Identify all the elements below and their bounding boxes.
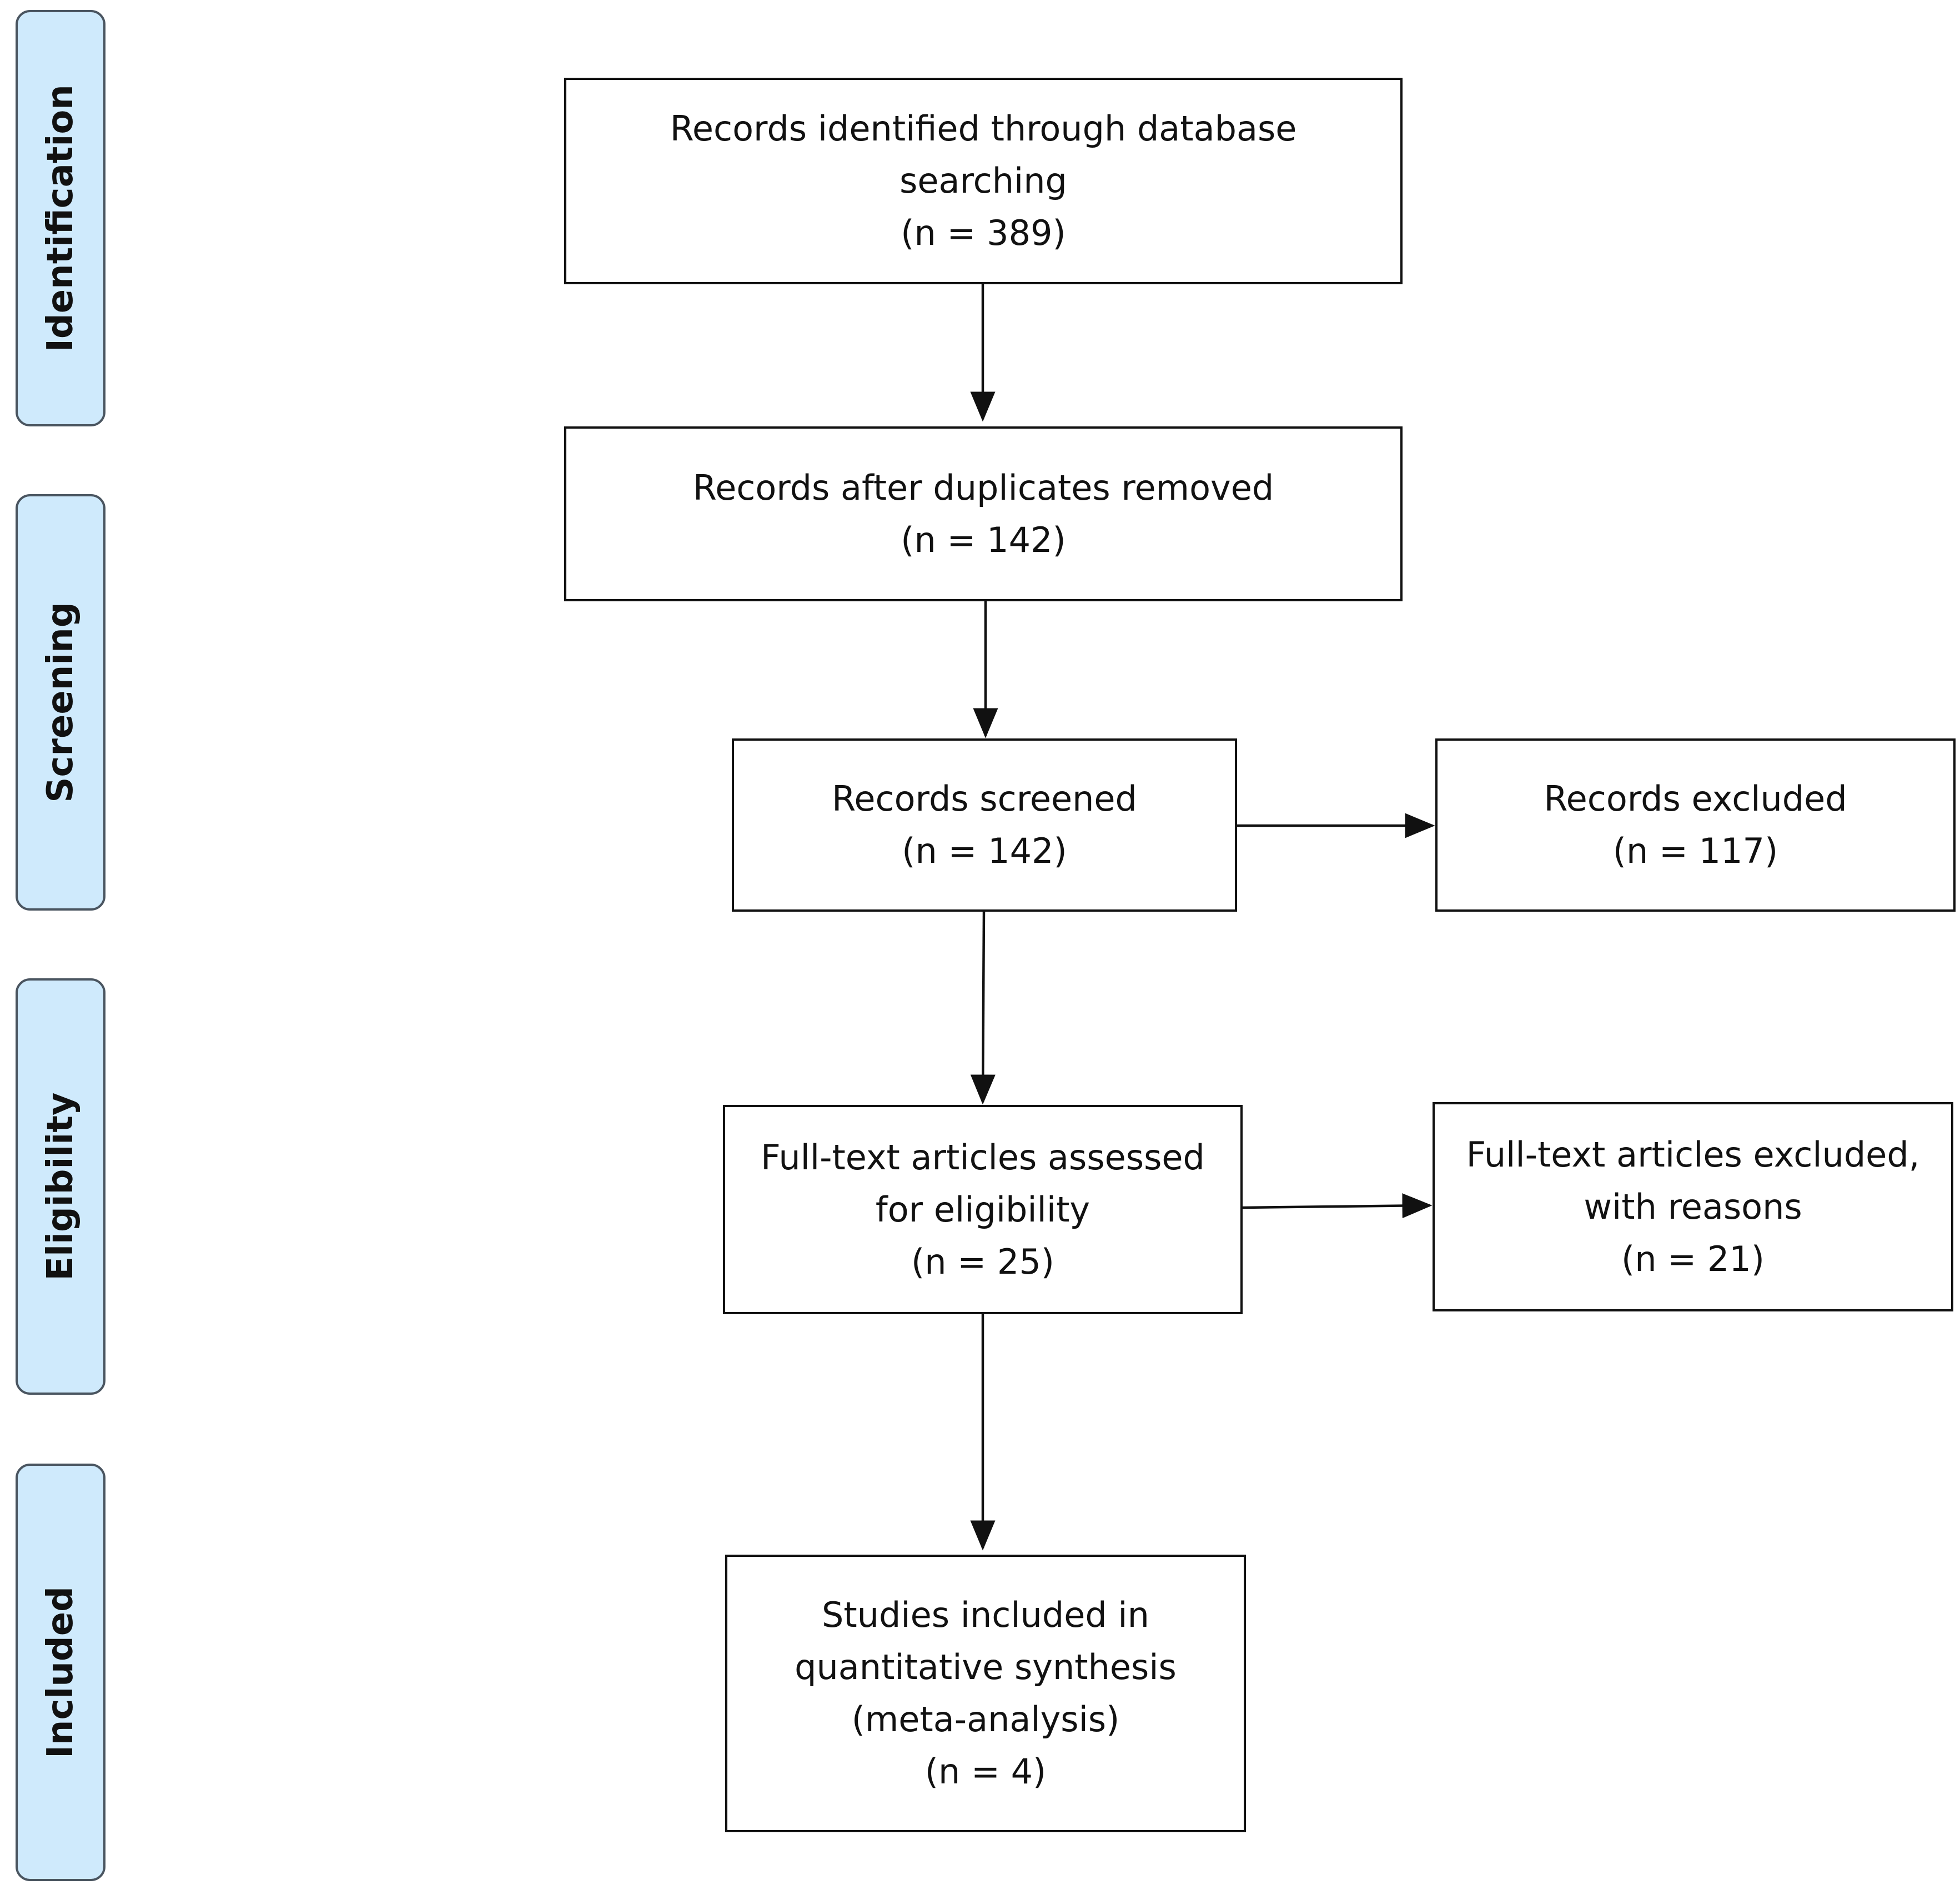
box-records-excluded-count: (n = 117) <box>1612 831 1778 871</box>
box-studies-included-line3: (meta-analysis) <box>851 1699 1120 1740</box>
phase-identification: Identification <box>16 10 105 426</box>
box-fulltext-assessed-count: (n = 25) <box>911 1241 1054 1282</box>
box-records-excluded: Records excluded (n = 117) <box>1435 738 1956 912</box>
box-records-identified-line2: searching <box>899 160 1067 201</box>
box-studies-included-count: (n = 4) <box>924 1751 1047 1792</box>
phase-included: Included <box>16 1464 105 1881</box>
box-records-screened-line1: Records screened <box>832 778 1137 819</box>
box-fulltext-excluded-count: (n = 21) <box>1621 1238 1765 1279</box>
box-studies-included: Studies included in quantitative synthes… <box>725 1555 1246 1832</box>
box-studies-included-line1: Studies included in <box>822 1595 1149 1635</box>
phase-eligibility: Eligibility <box>16 978 105 1395</box>
box-records-excluded-line1: Records excluded <box>1544 778 1847 819</box>
box-fulltext-assessed-line2: for eligibility <box>875 1189 1090 1230</box>
box-records-identified: Records identified through database sear… <box>564 78 1403 284</box>
box-records-identified-line1: Records identified through database <box>670 108 1297 149</box>
box-records-identified-count: (n = 389) <box>901 213 1066 253</box>
arrow-screened-to-fulltext <box>970 911 996 1105</box>
phase-screening: Screening <box>16 494 105 911</box>
box-studies-included-line2: quantitative synthesis <box>795 1647 1177 1687</box>
box-records-deduplicated-count: (n = 142) <box>901 519 1066 560</box>
box-records-screened: Records screened (n = 142) <box>732 738 1237 912</box>
box-fulltext-excluded-line1: Full-text articles excluded, <box>1466 1134 1920 1175</box>
box-records-deduplicated-line1: Records after duplicates removed <box>692 467 1274 508</box>
box-records-deduplicated: Records after duplicates removed (n = 14… <box>564 426 1403 601</box>
box-fulltext-assessed: Full-text articles assessed for eligibil… <box>723 1105 1243 1314</box>
box-fulltext-excluded-line2: with reasons <box>1584 1186 1802 1227</box>
box-fulltext-excluded: Full-text articles excluded, with reason… <box>1433 1102 1953 1311</box>
box-fulltext-assessed-line1: Full-text articles assessed <box>761 1137 1205 1178</box>
arrow-fulltext-to-excluded <box>1242 1193 1433 1219</box>
box-records-screened-count: (n = 142) <box>902 831 1067 871</box>
